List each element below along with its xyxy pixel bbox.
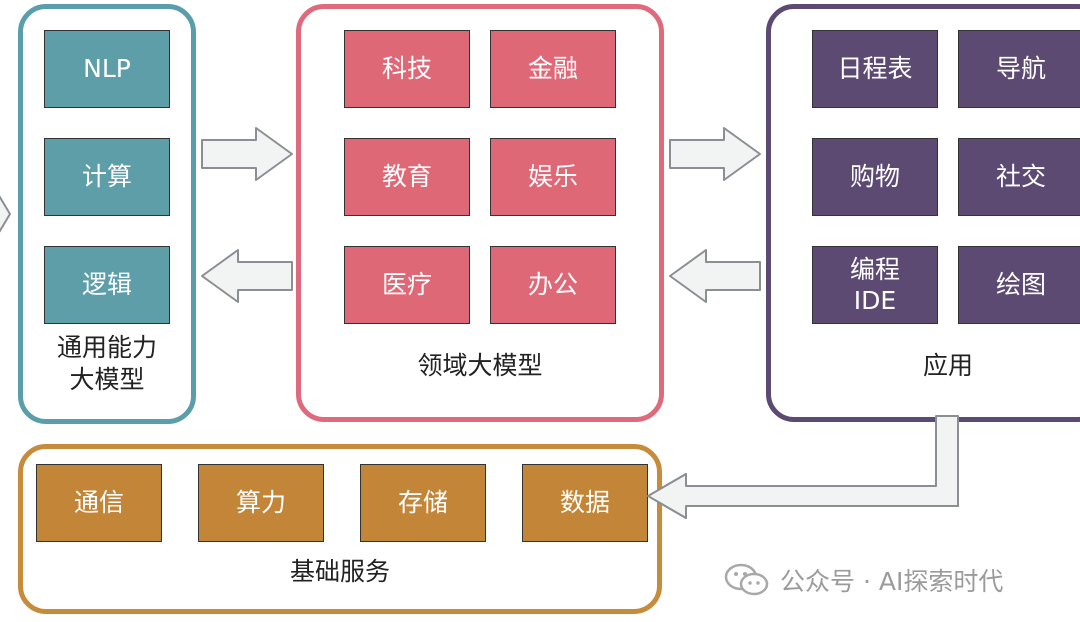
tile-tech: 科技 bbox=[344, 30, 470, 108]
arrow-app-to-base-head bbox=[647, 415, 959, 519]
tile-office: 办公 bbox=[490, 246, 616, 324]
tile-programming-ide: 编程 IDE bbox=[812, 246, 938, 324]
general-model-caption: 通用能力 大模型 bbox=[56, 333, 157, 394]
watermark: 公众号 · AI探索时代 bbox=[724, 560, 1003, 600]
arrow-domain-to-app bbox=[669, 127, 761, 181]
tile-medical: 医疗 bbox=[344, 246, 470, 324]
domain-model-caption: 领域大模型 bbox=[417, 351, 543, 380]
arrow-general-to-domain bbox=[201, 127, 293, 181]
tile-education: 教育 bbox=[344, 138, 470, 216]
tile-entertainment: 娱乐 bbox=[490, 138, 616, 216]
tile-logic: 逻辑 bbox=[44, 246, 170, 324]
tile-communication: 通信 bbox=[36, 464, 162, 542]
tile-shopping: 购物 bbox=[812, 138, 938, 216]
tile-navigation: 导航 bbox=[958, 30, 1080, 108]
arrow-app-to-domain bbox=[669, 249, 761, 303]
tile-computing-power: 算力 bbox=[198, 464, 324, 542]
application-caption: 应用 bbox=[922, 351, 973, 380]
watermark-text: 公众号 · AI探索时代 bbox=[780, 567, 1004, 596]
tile-compute: 计算 bbox=[44, 138, 170, 216]
wechat-icon bbox=[724, 563, 769, 596]
arrow-partial-left-edge bbox=[0, 195, 11, 233]
tile-social: 社交 bbox=[958, 138, 1080, 216]
arrow-domain-to-general bbox=[201, 249, 293, 303]
tile-calendar: 日程表 bbox=[812, 30, 938, 108]
tile-storage: 存储 bbox=[360, 464, 486, 542]
tile-finance: 金融 bbox=[490, 30, 616, 108]
tile-data: 数据 bbox=[522, 464, 648, 542]
tile-nlp: NLP bbox=[44, 30, 170, 108]
base-services-caption: 基础服务 bbox=[289, 557, 390, 586]
tile-drawing: 绘图 bbox=[958, 246, 1080, 324]
